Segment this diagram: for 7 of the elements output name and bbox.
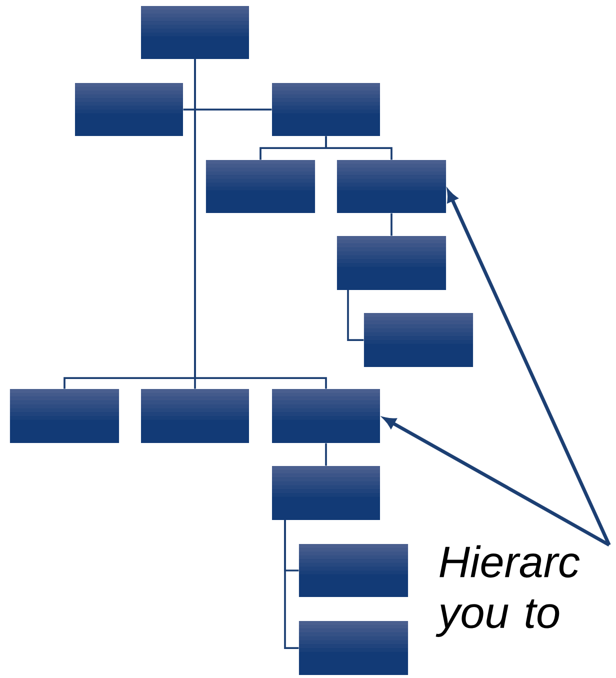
connector-line bbox=[284, 520, 299, 649]
connector-line bbox=[194, 59, 327, 389]
callout-text: Hierarc you to bbox=[436, 545, 580, 637]
connector-line bbox=[325, 443, 327, 466]
connector-line bbox=[347, 290, 364, 341]
connector-line bbox=[390, 213, 392, 236]
connector-line bbox=[325, 136, 392, 160]
